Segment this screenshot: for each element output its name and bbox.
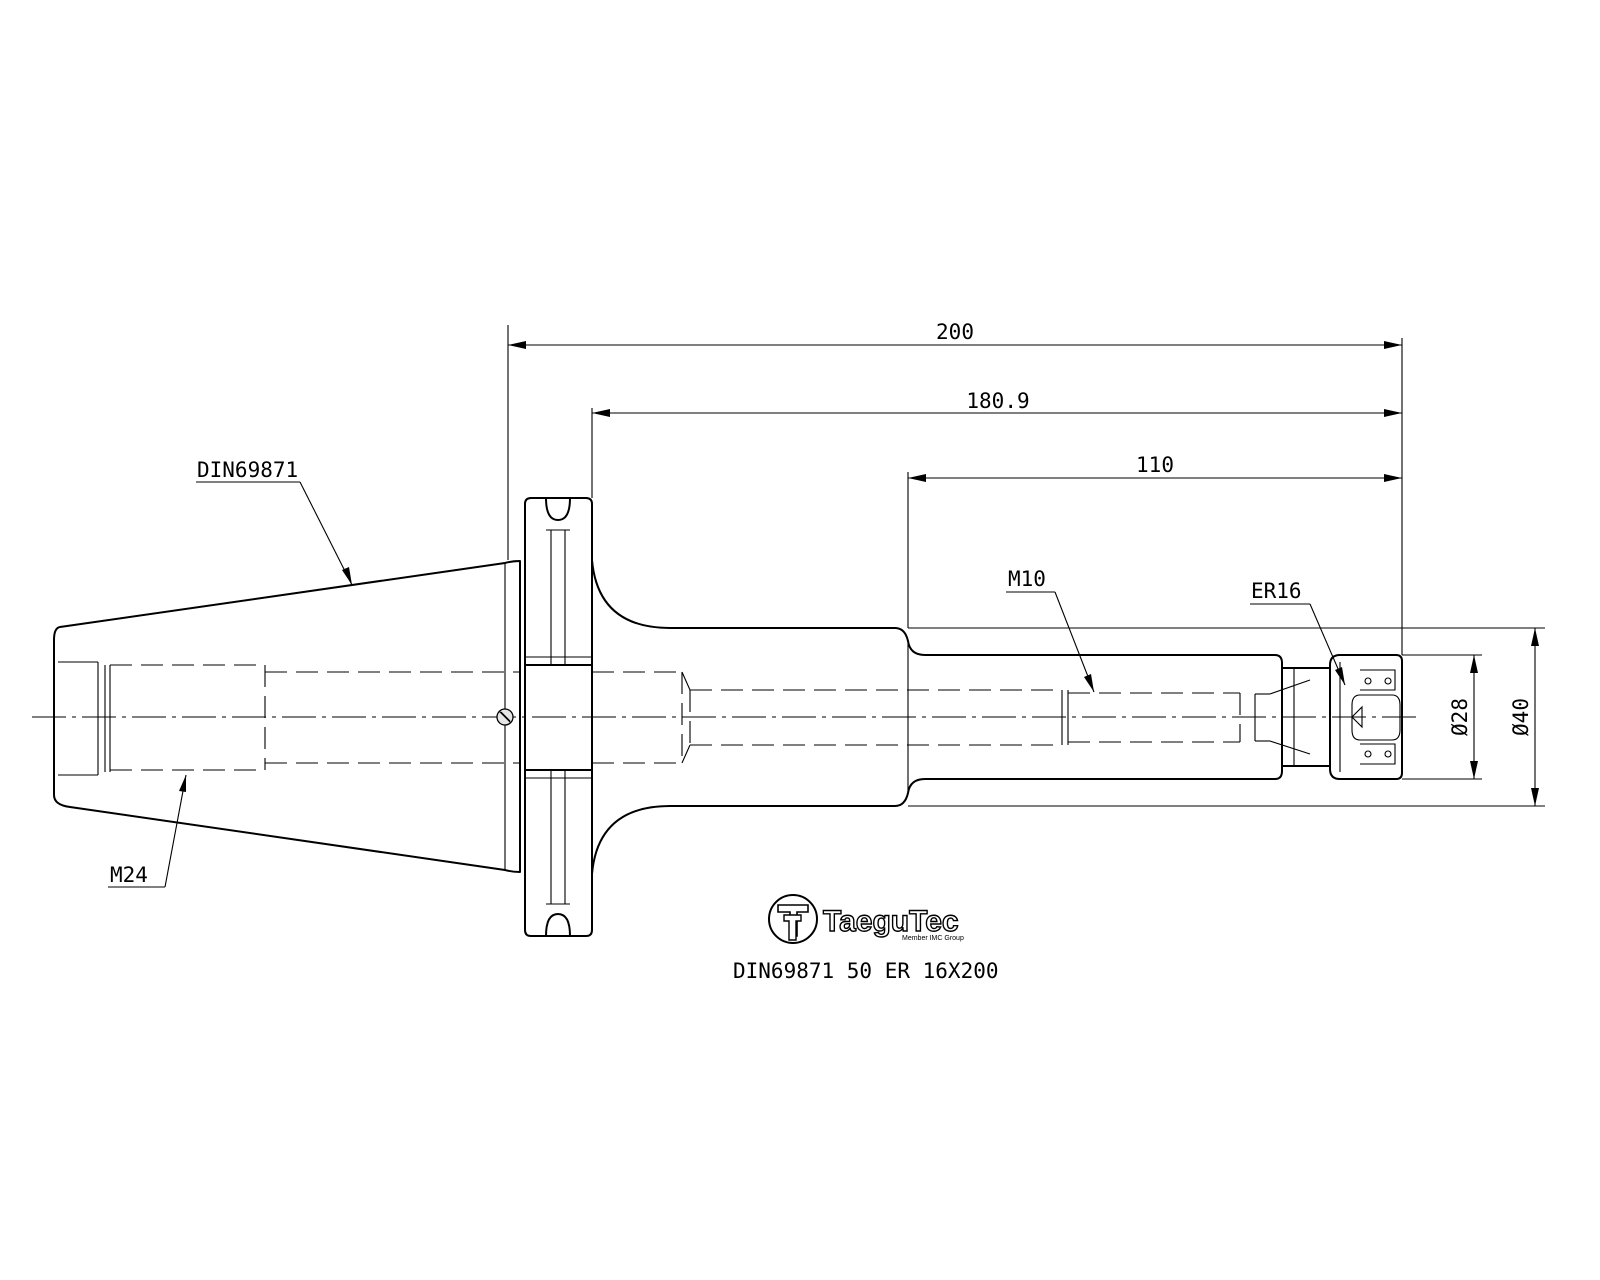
taper-shank — [53, 560, 521, 873]
dimension-200: 200 — [507, 320, 1403, 655]
leader-m24: M24 — [108, 774, 187, 888]
logo-brand-text: TaeguTec — [823, 905, 959, 938]
dimension-d40: Ø40 — [908, 627, 1545, 807]
dimension-d28-text: Ø28 — [1448, 698, 1472, 736]
taegutec-logo-mark-icon — [768, 894, 818, 944]
label-m24: M24 — [110, 863, 148, 887]
dimension-180-9: 180.9 — [591, 389, 1402, 498]
dimension-110-text: 110 — [1136, 453, 1174, 477]
dimension-110: 110 — [907, 453, 1402, 628]
collet-nut — [1329, 654, 1403, 780]
tool-body — [591, 559, 1331, 875]
leader-er16: ER16 — [1250, 579, 1346, 686]
leader-m10: M10 — [1006, 567, 1095, 693]
dimension-200-text: 200 — [936, 320, 974, 344]
label-m10: M10 — [1008, 567, 1046, 591]
part-number: DIN69871 50 ER 16X200 — [733, 959, 999, 983]
dimension-180-9-text: 180.9 — [966, 389, 1029, 413]
leader-din69871: DIN69871 — [196, 458, 353, 586]
label-din69871: DIN69871 — [197, 458, 298, 482]
taegutec-logo: TaeguTec Member IMC Group — [768, 894, 964, 944]
flange — [524, 497, 593, 937]
logo-tagline: Member IMC Group — [902, 935, 964, 942]
dimension-d28: Ø28 — [1402, 654, 1482, 780]
label-er16: ER16 — [1251, 579, 1302, 603]
dimension-d40-text: Ø40 — [1509, 698, 1533, 736]
